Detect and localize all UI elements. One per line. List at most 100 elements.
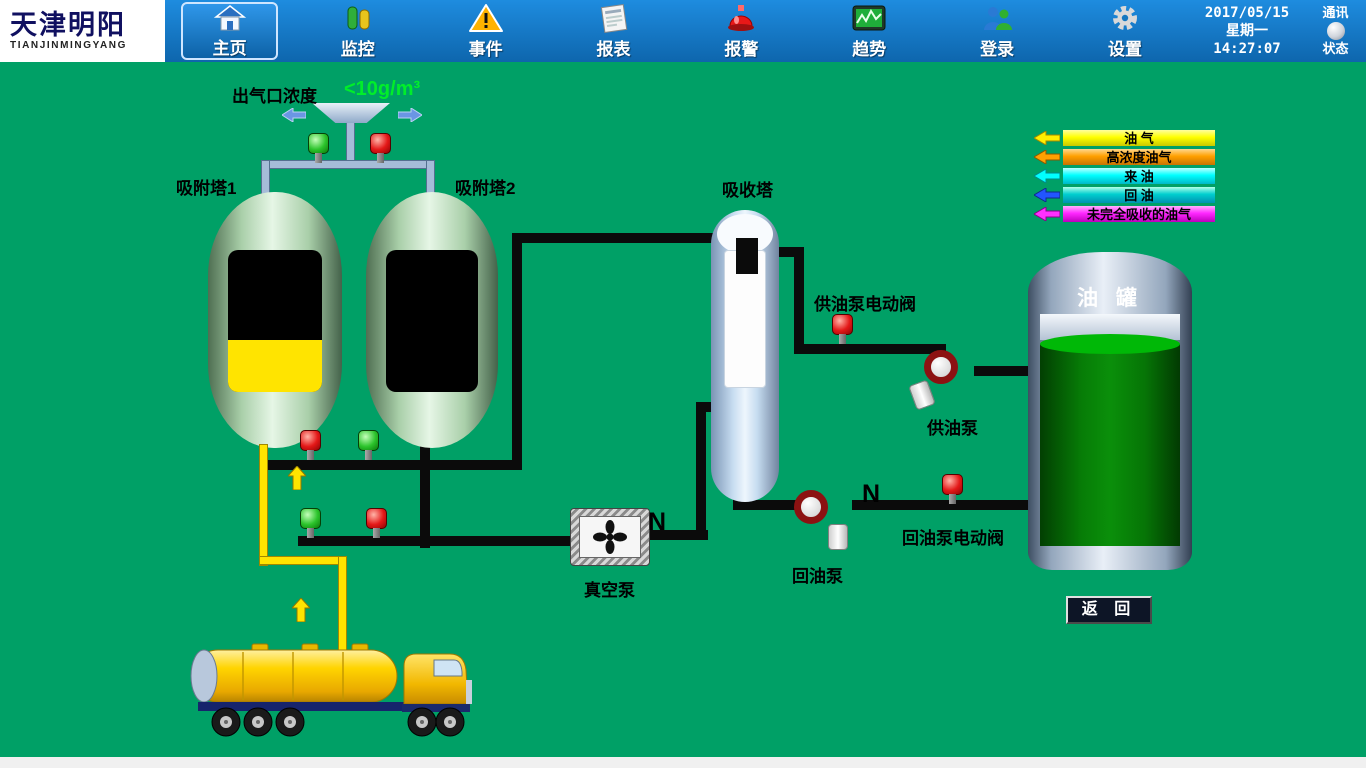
return-pump-label: 回油泵 bbox=[792, 567, 843, 586]
adsorption-tower-2 bbox=[366, 192, 498, 448]
comm-status-label-bottom: 状态 bbox=[1322, 41, 1349, 56]
tower2-sight-panel bbox=[386, 250, 478, 392]
nav-alarms[interactable]: 报警 bbox=[677, 0, 805, 62]
nav-login[interactable]: 登录 bbox=[933, 0, 1061, 62]
legend-arrow-cyan-icon bbox=[1034, 168, 1060, 183]
vacuum-pump[interactable] bbox=[570, 508, 650, 566]
flow-up-arrow-icon bbox=[286, 465, 308, 495]
pipe-return-vapor-drop bbox=[512, 233, 522, 470]
pipe-supply-to-tank bbox=[974, 366, 1036, 376]
oil-tank-label: 油 罐 bbox=[1077, 287, 1143, 310]
pipe-tower2-top-stub bbox=[426, 160, 435, 196]
nav-home-label: 主页 bbox=[212, 39, 247, 58]
pipe-vacuum-riser bbox=[696, 402, 706, 540]
valve-manifold-b-right[interactable] bbox=[366, 508, 387, 538]
oil-tank-liquid-surface bbox=[1040, 334, 1180, 354]
legend-oil-gas: 油 气 bbox=[1063, 129, 1215, 146]
vent-funnel bbox=[312, 103, 390, 123]
nav-alarms-label: 报警 bbox=[724, 40, 759, 59]
vacuum-pump-label: 真空泵 bbox=[584, 581, 635, 600]
valve-manifold-b-left[interactable] bbox=[300, 508, 321, 538]
nav-trends[interactable]: 趋势 bbox=[805, 0, 933, 62]
tower1-label: 吸附塔1 bbox=[176, 179, 237, 198]
users-icon bbox=[980, 2, 1014, 34]
oil-tank-liquid bbox=[1040, 344, 1180, 546]
return-pump-body bbox=[828, 524, 848, 550]
vent-right-arrow-icon bbox=[397, 107, 423, 127]
comm-status-label-top: 通讯 bbox=[1322, 5, 1349, 21]
time-text: 14:27:07 bbox=[1213, 41, 1281, 58]
logo-subtitle: TIANJINMINGYANG bbox=[10, 39, 127, 51]
valve-return-pump[interactable] bbox=[942, 474, 963, 504]
top-nav-bar: 天津明阳 TIANJINMINGYANG 主页 监控 事件 报表 bbox=[0, 0, 1366, 62]
logo: 天津明阳 TIANJINMINGYANG bbox=[0, 0, 166, 62]
home-icon bbox=[213, 3, 247, 33]
legend-arrow-blue-icon bbox=[1034, 187, 1060, 202]
legend-row: 油 气 bbox=[1034, 128, 1215, 147]
datetime-display: 2017/05/15 星期一 14:27:07 bbox=[1189, 0, 1305, 62]
valve-manifold-a-right[interactable] bbox=[358, 430, 379, 460]
supply-valve-label: 供油泵电动阀 bbox=[814, 295, 916, 314]
vent-left-arrow-icon bbox=[281, 107, 307, 127]
supply-pump-impeller bbox=[924, 350, 958, 384]
legend-row: 未完全吸收的油气 bbox=[1034, 204, 1215, 223]
pipe-tower2-down bbox=[420, 446, 430, 548]
legend-incoming-oil: 来 油 bbox=[1063, 167, 1215, 184]
return-valve-label: 回油泵电动阀 bbox=[902, 529, 1004, 548]
flow-up-arrow-icon bbox=[290, 597, 312, 627]
pipe-supply-top bbox=[756, 247, 804, 257]
tanker-truck-graphic bbox=[190, 643, 472, 737]
valve-manifold-a-left[interactable] bbox=[300, 430, 321, 460]
legend-return-oil: 回 油 bbox=[1063, 186, 1215, 203]
fan-icon bbox=[593, 520, 627, 554]
logo-title: 天津明阳 bbox=[10, 10, 126, 41]
valve-vent-tower1[interactable] bbox=[308, 133, 329, 163]
tower2-label: 吸附塔2 bbox=[455, 179, 516, 198]
nav-monitor[interactable]: 监控 bbox=[294, 0, 422, 62]
gear-icon bbox=[1108, 2, 1142, 34]
comm-status-indicator-icon bbox=[1326, 22, 1345, 40]
pipe-supply-drop bbox=[794, 247, 804, 354]
report-document-icon bbox=[597, 2, 631, 34]
absorber-label: 吸收塔 bbox=[722, 181, 773, 200]
nav-trends-label: 趋势 bbox=[852, 40, 887, 59]
legend-row: 来 油 bbox=[1034, 166, 1215, 185]
legend-row: 回 油 bbox=[1034, 185, 1215, 204]
pipe-vacuum-inlet bbox=[298, 536, 580, 546]
pipe-return-pump-inlet bbox=[733, 500, 807, 510]
nav-reports[interactable]: 报表 bbox=[550, 0, 678, 62]
date-text: 2017/05/15 bbox=[1204, 4, 1290, 21]
legend-arrow-yellow-icon bbox=[1034, 130, 1060, 145]
absorber-top-fitting bbox=[736, 238, 758, 274]
back-button[interactable]: 返 回 bbox=[1066, 596, 1152, 624]
tower1-sight-panel bbox=[228, 250, 322, 392]
return-pump-impeller bbox=[794, 490, 828, 524]
flow-legend: 油 气 高浓度油气 来 油 回 油 未完全吸收的油气 bbox=[1034, 128, 1215, 223]
outlet-concentration-value: <10g/m³ bbox=[344, 78, 421, 100]
pipe-vacuum-outlet bbox=[644, 530, 708, 540]
legend-arrow-magenta-icon bbox=[1034, 206, 1060, 221]
flange-mark-vacuum: N bbox=[648, 508, 667, 536]
pipe-vent-manifold bbox=[261, 160, 435, 169]
nav-events[interactable]: 事件 bbox=[422, 0, 550, 62]
pipe-yellow-horizontal bbox=[259, 556, 347, 565]
legend-unabsorbed-vapor: 未完全吸收的油气 bbox=[1063, 205, 1215, 222]
nav-home[interactable]: 主页 bbox=[181, 2, 278, 60]
nav-events-label: 事件 bbox=[468, 40, 503, 59]
valve-vent-tower2[interactable] bbox=[370, 133, 391, 163]
weekday-text: 星期一 bbox=[1226, 22, 1269, 39]
monitor-icon bbox=[341, 2, 375, 34]
nav-settings-label: 设置 bbox=[1108, 40, 1143, 59]
nav-monitor-label: 监控 bbox=[340, 40, 375, 59]
valve-supply-pump[interactable] bbox=[832, 314, 853, 344]
legend-arrow-orange-icon bbox=[1034, 149, 1060, 164]
vacuum-pump-housing bbox=[579, 516, 641, 558]
adsorption-tower-1 bbox=[208, 192, 342, 448]
legend-row: 高浓度油气 bbox=[1034, 147, 1215, 166]
nav-reports-label: 报表 bbox=[596, 40, 631, 59]
pipe-yellow-tower1-down bbox=[259, 444, 268, 566]
nav-login-label: 登录 bbox=[980, 40, 1015, 59]
nav-settings[interactable]: 设置 bbox=[1061, 0, 1189, 62]
pipe-return-to-tank bbox=[852, 500, 1036, 510]
flange-mark-return: N bbox=[862, 480, 881, 508]
